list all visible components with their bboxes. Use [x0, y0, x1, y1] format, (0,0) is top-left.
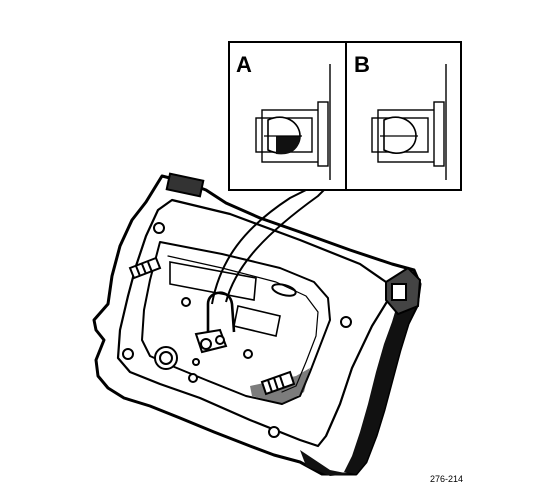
clamp-b [433, 101, 445, 167]
right-side-shadow [344, 272, 420, 474]
plug [154, 346, 178, 370]
mounting-hole [192, 358, 200, 366]
detail-panel-a: A [236, 52, 331, 180]
oval-slot [271, 283, 297, 297]
bottom-corner-shadow [300, 450, 350, 476]
left-stud [128, 256, 162, 280]
left-stud-thread [135, 261, 153, 277]
lamp-bulb-b [383, 116, 417, 154]
detail-panels: A B [228, 41, 462, 191]
top-left-lug [165, 172, 205, 198]
panel-label-a: A [236, 52, 252, 77]
leader-line-left [211, 177, 331, 305]
housing-rim [116, 198, 390, 448]
mounting-holes [122, 222, 352, 438]
adjuster-screw [200, 338, 212, 350]
panel-label-b: B [354, 52, 370, 77]
studs [128, 256, 296, 396]
mounting-hole [340, 316, 352, 328]
right-window [233, 305, 281, 337]
mounting-hole [181, 297, 191, 307]
mounting-hole [122, 348, 134, 360]
recess-inner-line [167, 255, 319, 393]
plug-inner [159, 351, 173, 365]
clamp-a [317, 101, 329, 167]
mounting-hole [153, 222, 165, 234]
lamp-bulb-shade-a [276, 136, 300, 155]
corner-lugs [165, 172, 422, 316]
adjuster-screw [215, 335, 225, 345]
mounting-hole [243, 349, 253, 359]
lower-stud-thread [267, 375, 285, 393]
leader-lines [211, 177, 337, 305]
leader-line-right [225, 177, 337, 303]
right-lug-window [391, 283, 407, 301]
mounting-hole [268, 426, 280, 438]
figure-code: 276-214 [430, 474, 463, 484]
detail-panel-b: B [354, 52, 447, 180]
upper-window [169, 261, 257, 301]
recess-windows [169, 261, 297, 337]
adjuster-loop [206, 291, 236, 340]
mounting-hole [188, 373, 198, 383]
recess-outline [141, 241, 331, 405]
adjuster [194, 291, 236, 354]
